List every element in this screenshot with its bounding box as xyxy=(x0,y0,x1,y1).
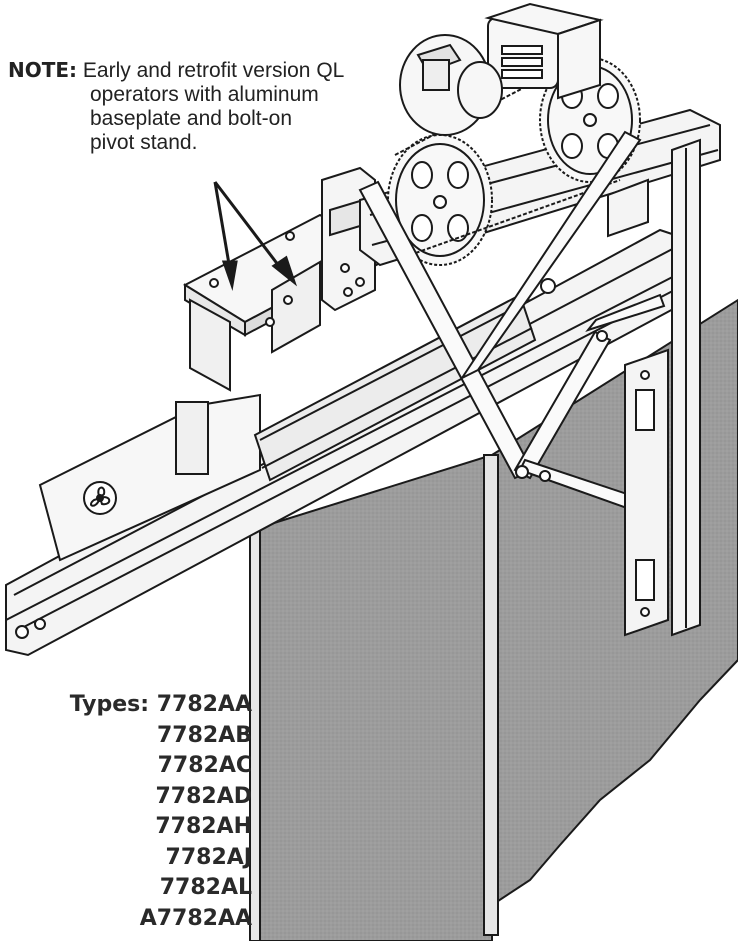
leader-arrows xyxy=(213,181,298,291)
note-callout: NOTE: Early and retrofit version QL oper… xyxy=(8,58,408,155)
door-panel-right xyxy=(491,298,738,907)
type-item: 7782AB xyxy=(156,722,252,748)
type-item: 7782AH xyxy=(155,814,252,839)
type-item: 7782AJ xyxy=(165,844,252,870)
type-item: 7782AL xyxy=(159,875,252,900)
drive-arm xyxy=(459,130,642,381)
note-text-1: Early and retrofit version QL xyxy=(82,59,345,82)
type-code: 7782AA xyxy=(156,692,252,717)
note-label: NOTE: xyxy=(8,58,78,82)
type-item: 7782AC xyxy=(157,753,252,778)
note-text-3: baseplate and bolt-on xyxy=(90,107,292,130)
vertical-channel xyxy=(607,138,701,637)
type-item: 7782AD xyxy=(155,783,252,809)
note-text-2: operators with aluminum xyxy=(90,83,319,106)
motor xyxy=(399,2,604,136)
type-item: A7782AA xyxy=(139,905,252,931)
linkage-arms xyxy=(358,130,666,520)
types-list: Types: 7782AA 7782AB 7782AC 7782AD 7782A… xyxy=(20,690,252,934)
note-line-1: NOTE: Early and retrofit version QL xyxy=(8,58,408,83)
note-text-4: pivot stand. xyxy=(90,131,198,154)
type-item: Types: 7782AA xyxy=(20,690,252,721)
types-label: Types: xyxy=(69,692,150,717)
header-rail xyxy=(5,228,691,657)
door-panel-left xyxy=(257,453,493,941)
fan-icon xyxy=(83,481,117,515)
door-edge-strip xyxy=(483,454,499,936)
upper-link xyxy=(585,293,666,332)
